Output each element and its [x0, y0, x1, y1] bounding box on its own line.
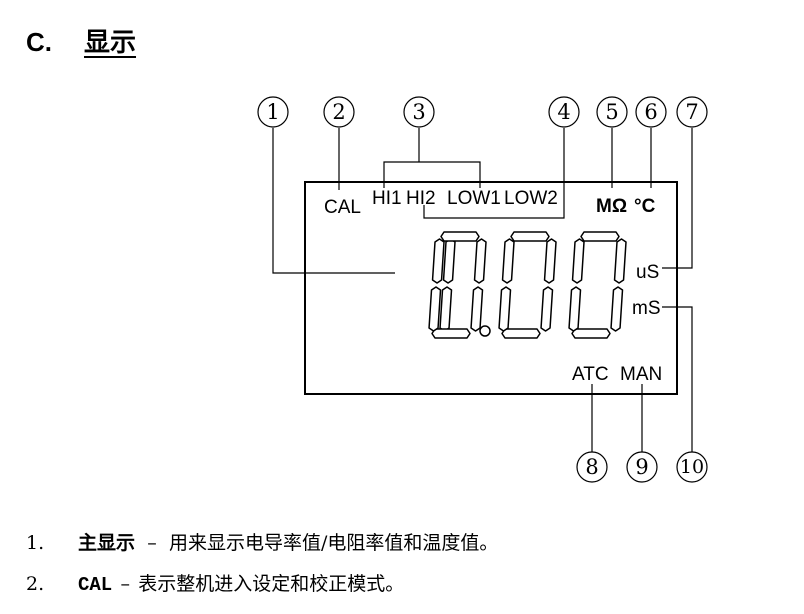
section-letter: C. — [26, 27, 52, 57]
callout-5: 5 — [596, 96, 628, 128]
lcd-frame — [304, 181, 678, 395]
svg-text:1: 1 — [266, 100, 279, 124]
digit-segment — [543, 238, 557, 284]
svg-text:5: 5 — [605, 100, 618, 124]
section-heading: C. 显示 — [26, 22, 136, 59]
callout-6: 6 — [635, 96, 667, 128]
callout-3: 3 — [403, 96, 435, 128]
list-item: 1. 主显示–用来显示电导率值/电阻率值和温度值。 — [26, 528, 498, 569]
callout-4: 4 — [548, 96, 580, 128]
digit-segment — [580, 231, 620, 242]
digit-segment — [510, 231, 550, 242]
ms-label: mS — [632, 298, 661, 319]
digit-segment — [501, 238, 515, 284]
low1-label: LOW1 — [447, 188, 501, 209]
svg-text:6: 6 — [644, 100, 657, 124]
atc-label: ATC — [572, 364, 609, 385]
digit-segment — [439, 286, 453, 332]
man-label: MAN — [620, 364, 662, 385]
svg-text:10: 10 — [680, 456, 704, 478]
callout-1: 1 — [257, 96, 289, 128]
item-term: CAL — [78, 574, 113, 596]
legend-list: 1.主显示–用来显示电导率值/电阻率值和温度值。 2.CAL–表示整机进入设定和… — [26, 528, 498, 610]
low2-label: LOW2 — [504, 188, 558, 209]
svg-text:2: 2 — [332, 100, 345, 124]
item-description: 用来显示电导率值/电阻率值和温度值。 — [169, 532, 499, 554]
digit-segment — [473, 238, 487, 284]
lcd-diagram: 1 2 3 4 5 6 7 8 9 10 CAL HI1 HI2 LOW1 LO… — [257, 96, 708, 483]
hi1-label: HI1 — [372, 188, 402, 209]
digit-segment — [501, 328, 541, 339]
callout-circles: 1 2 3 4 5 6 7 8 9 10 — [257, 96, 708, 483]
digit-segment — [610, 286, 624, 332]
svg-text:9: 9 — [635, 455, 648, 479]
leader-lines — [272, 128, 693, 455]
callout-8: 8 — [576, 451, 608, 483]
item-number: 1. — [26, 532, 45, 554]
digit-segment — [442, 238, 456, 284]
svg-text:7: 7 — [685, 100, 698, 124]
digit-segment — [613, 238, 627, 284]
digit-segment — [571, 238, 585, 284]
digit-segment — [431, 328, 471, 339]
item-dash: – — [120, 573, 130, 595]
digit-segment — [498, 286, 512, 332]
item-dash: – — [147, 532, 157, 554]
svg-text:8: 8 — [585, 455, 598, 479]
digit-segment — [470, 286, 484, 332]
digit-segment — [568, 286, 582, 332]
digit-segment — [428, 286, 442, 332]
digit-segment — [431, 238, 445, 284]
digit-segment — [540, 286, 554, 332]
celsius-label: °C — [634, 196, 656, 217]
svg-text:4: 4 — [557, 100, 570, 124]
hi2-label: HI2 — [406, 188, 436, 209]
section-title: 显示 — [84, 27, 137, 57]
cal-label: CAL — [324, 197, 361, 218]
main-display — [428, 231, 627, 339]
callout-9: 9 — [626, 451, 658, 483]
item-term: 主显示 — [78, 532, 136, 554]
item-number: 2. — [26, 573, 45, 595]
item-description: 表示整机进入设定和校正模式。 — [138, 573, 405, 595]
callout-10: 10 — [676, 451, 708, 483]
decimal-point — [479, 325, 491, 337]
megaohm-label: MΩ — [596, 196, 627, 217]
callout-2: 2 — [323, 96, 355, 128]
digit-segment — [571, 328, 611, 339]
digit-segment — [440, 231, 480, 242]
list-item: 2. CAL–表示整机进入设定和校正模式。 — [26, 569, 498, 610]
svg-text:3: 3 — [412, 100, 425, 124]
callout-7: 7 — [676, 96, 708, 128]
us-label: uS — [636, 262, 659, 283]
